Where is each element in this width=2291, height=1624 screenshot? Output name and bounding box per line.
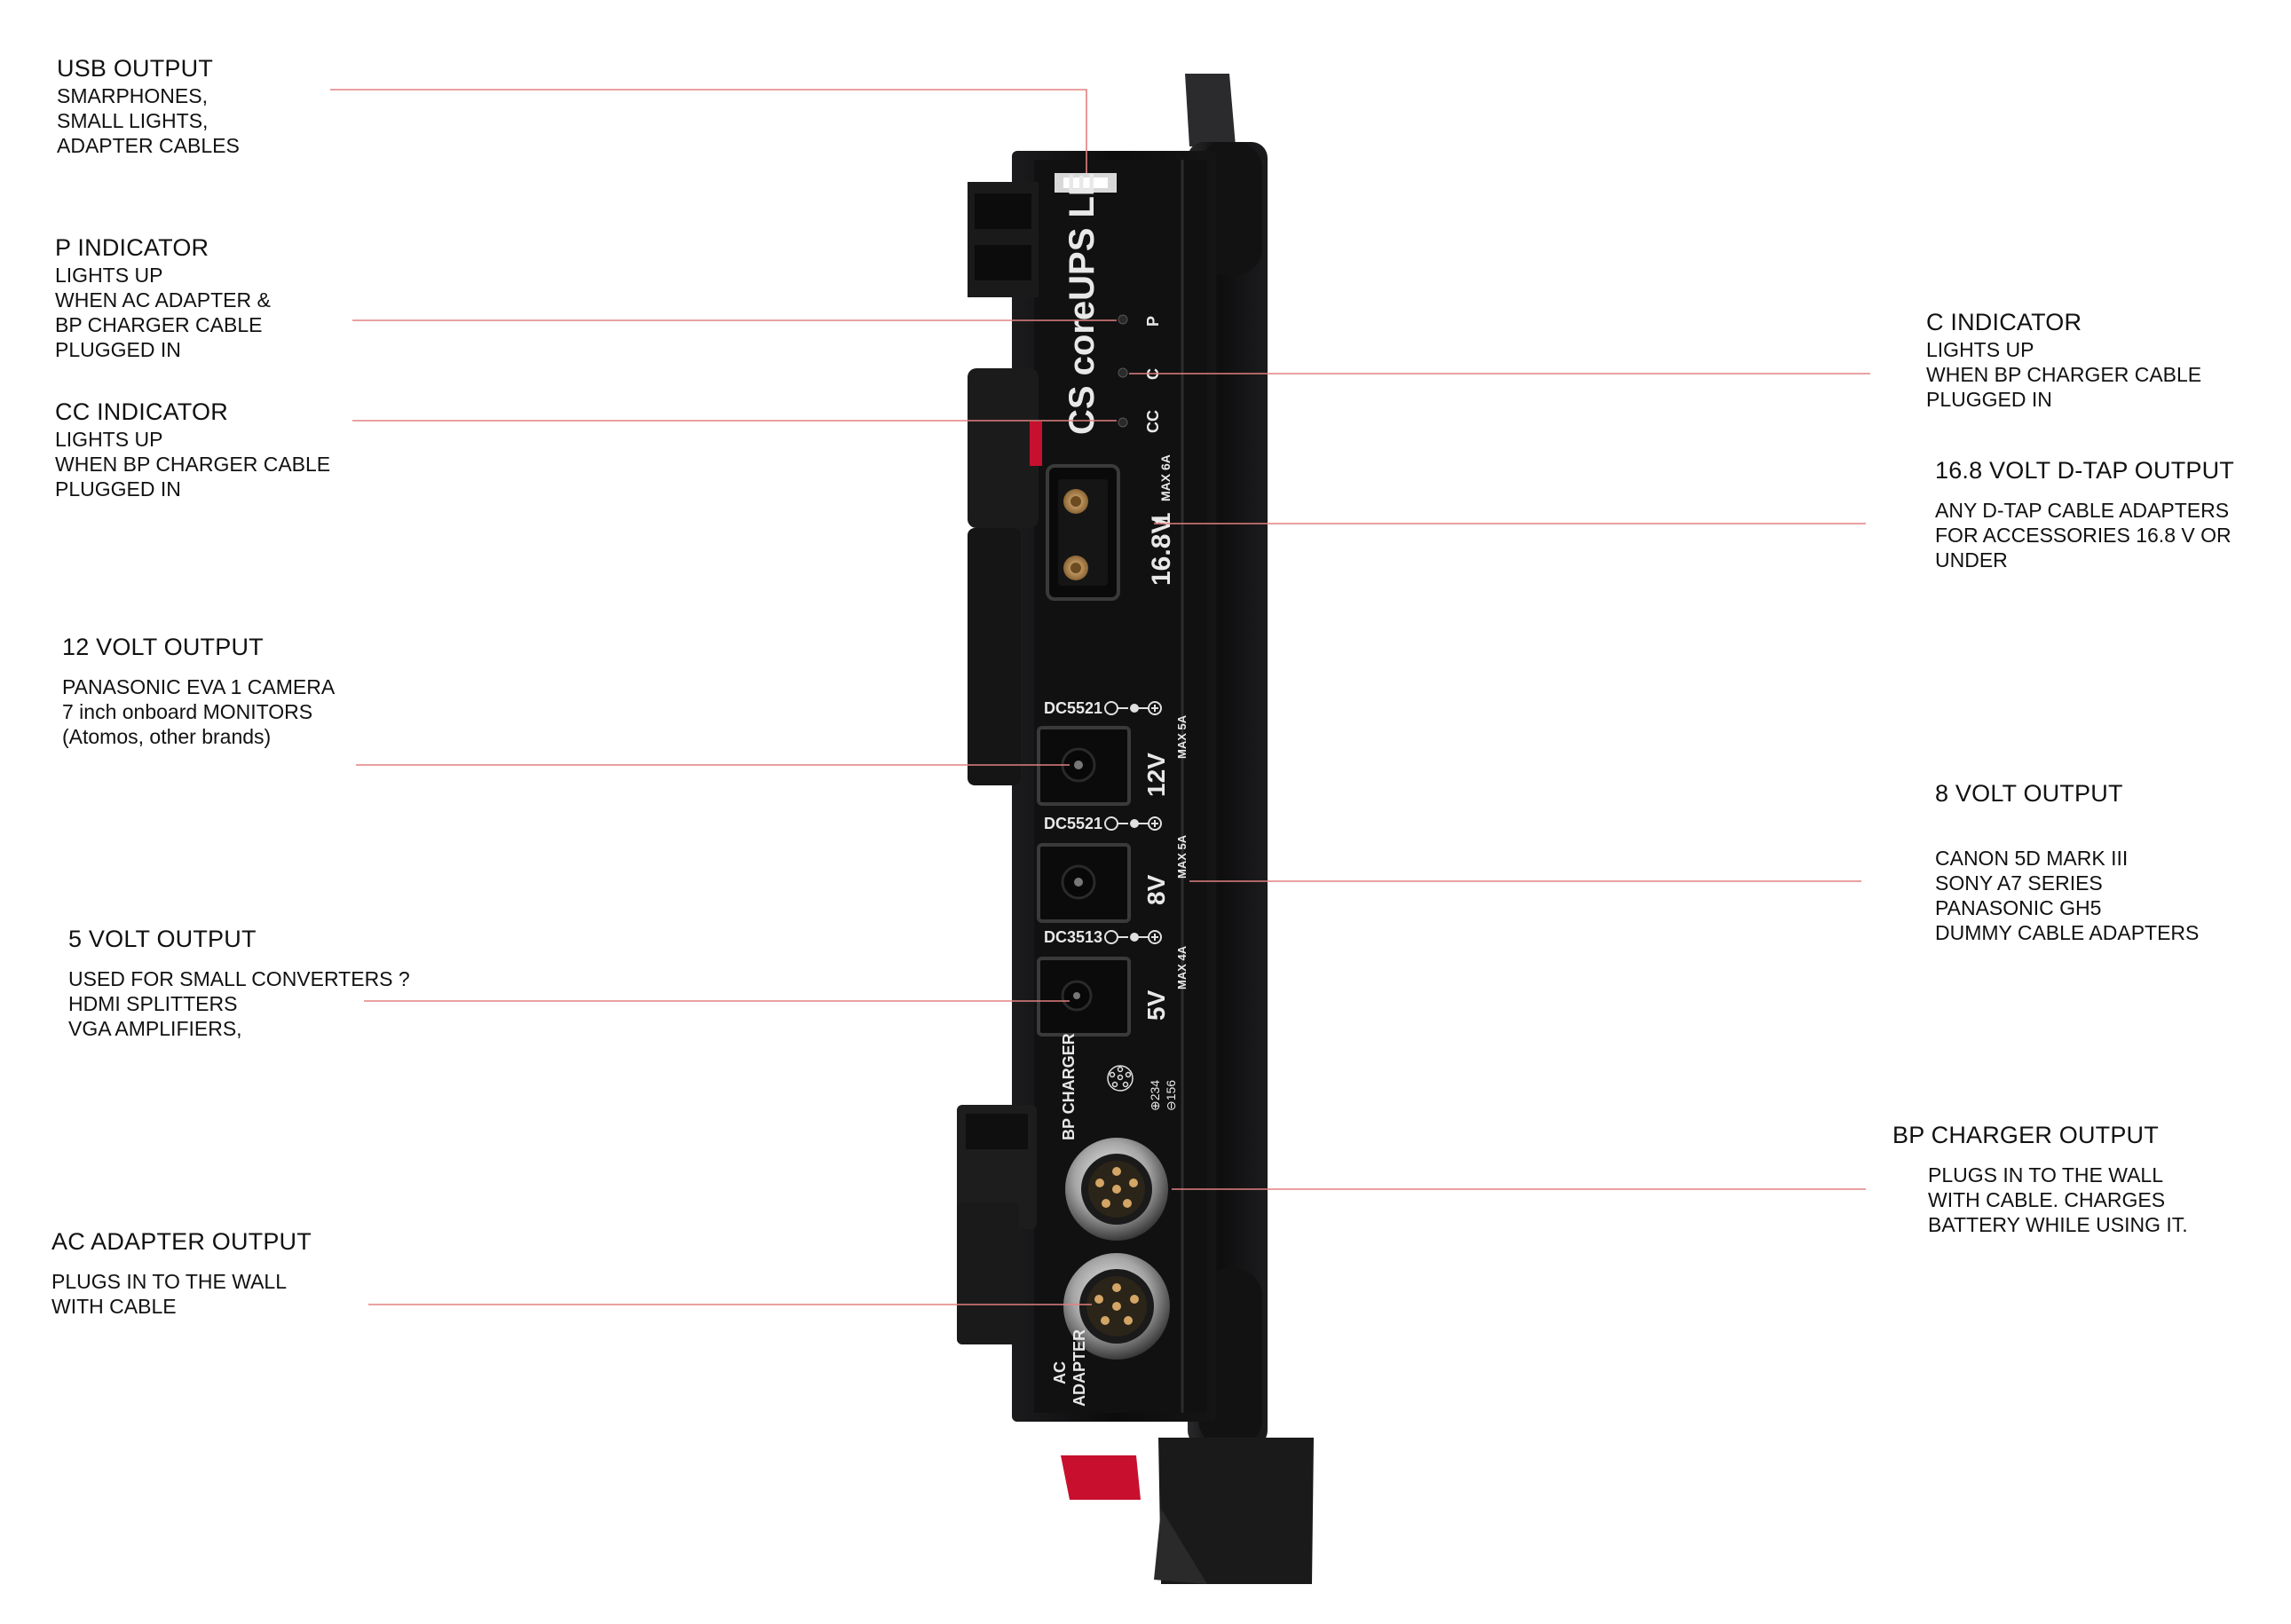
port-voltage-8v: 8V xyxy=(1142,874,1170,905)
callout-title: BP CHARGER OUTPUT xyxy=(1892,1122,2159,1148)
rail-bottom xyxy=(1158,1438,1314,1584)
callout-line: FOR ACCESSORIES 16.8 V OR xyxy=(1935,524,2232,547)
callout-title: AC ADAPTER OUTPUT xyxy=(51,1228,312,1255)
callout-line: PANASONIC GH5 xyxy=(1935,896,2102,919)
callout-line: BP CHARGER CABLE xyxy=(55,313,263,336)
port-type-8v: DC5521 xyxy=(1044,815,1102,832)
callout-ac-adapter-output: AC ADAPTER OUTPUT PLUGS IN TO THE WALL W… xyxy=(51,1226,312,1319)
callout-line: WHEN BP CHARGER CABLE xyxy=(1926,363,2202,386)
callout-dtap-output: 16.8 VOLT D-TAP OUTPUT ANY D-TAP CABLE A… xyxy=(1935,455,2234,572)
callout-usb-output: USB OUTPUT SMARPHONES, SMALL LIGHTS, ADA… xyxy=(57,53,240,158)
pinout-plus: ⊕234 xyxy=(1148,1080,1162,1111)
side-plate-bottom xyxy=(957,1202,1019,1344)
led-c xyxy=(1118,367,1128,378)
callout-line: SMARPHONES, xyxy=(57,84,208,107)
pinout-minus: ⊖156 xyxy=(1164,1080,1178,1111)
callout-12v-output: 12 VOLT OUTPUT PANASONIC EVA 1 CAMERA 7 … xyxy=(62,632,335,749)
rail-top xyxy=(1185,74,1236,146)
side-plate-mid xyxy=(968,528,1021,785)
callout-line: WHEN AC ADAPTER & xyxy=(55,288,271,311)
callout-line: ADAPTER CABLES xyxy=(57,134,240,157)
callout-line: BATTERY WHILE USING IT. xyxy=(1928,1213,2188,1236)
callout-line: WITH CABLE. CHARGES xyxy=(1928,1188,2166,1211)
brand-text: CS coreUPS LE xyxy=(1063,172,1102,435)
dtap-voltage-label: 16.8V xyxy=(1147,516,1176,586)
callout-line: PLUGS IN TO THE WALL xyxy=(1928,1163,2164,1186)
callout-line: SMALL LIGHTS, xyxy=(57,109,209,132)
port-type-5v: DC3513 xyxy=(1044,928,1102,946)
callout-line: PLUGGED IN xyxy=(55,338,181,361)
callout-line: PANASONIC EVA 1 CAMERA xyxy=(62,675,336,698)
bp-charger-label: BP CHARGER xyxy=(1060,1033,1078,1140)
callout-line: LIGHTS UP xyxy=(1926,338,2034,361)
led-cc xyxy=(1118,417,1128,428)
callout-line: UNDER xyxy=(1935,548,2008,572)
callout-line: WITH CABLE xyxy=(51,1295,177,1318)
led-p xyxy=(1118,314,1128,325)
port-voltage-12v: 12V xyxy=(1142,753,1170,797)
polarity-symbol-5v xyxy=(1104,930,1162,944)
callout-title: CC INDICATOR xyxy=(55,398,228,425)
callout-line: WHEN BP CHARGER CABLE xyxy=(55,453,331,476)
red-lever-bottom xyxy=(1061,1455,1141,1500)
callout-line: LIGHTS UP xyxy=(55,264,163,287)
callout-line: HDMI SPLITTERS xyxy=(68,992,238,1015)
dtap-number: 1 xyxy=(1149,513,1175,525)
callout-line: PLUGS IN TO THE WALL xyxy=(51,1270,288,1293)
ac-label-1: AC xyxy=(1051,1361,1069,1384)
callout-line: PLUGGED IN xyxy=(55,477,181,501)
callout-title: 8 VOLT OUTPUT xyxy=(1935,780,2123,807)
red-release-tab xyxy=(1030,422,1042,466)
port-rating-5v: MAX 4A xyxy=(1175,945,1189,989)
callout-8v-output: 8 VOLT OUTPUT CANON 5D MARK III SONY A7 … xyxy=(1935,778,2199,945)
callout-title: 16.8 VOLT D-TAP OUTPUT xyxy=(1935,457,2234,484)
polarity-symbol-8v xyxy=(1104,816,1162,831)
callout-line: USED FOR SMALL CONVERTERS ? xyxy=(68,967,410,990)
callout-line: ANY D-TAP CABLE ADAPTERS xyxy=(1935,499,2230,522)
callout-cc-indicator: CC INDICATOR LIGHTS UP WHEN BP CHARGER C… xyxy=(55,397,330,501)
callout-title: 12 VOLT OUTPUT xyxy=(62,634,264,660)
side-plate-upper xyxy=(968,368,1039,528)
port-type-12v: DC5521 xyxy=(1044,699,1102,717)
led-label-p: P xyxy=(1144,316,1162,327)
callout-5v-output: 5 VOLT OUTPUT USED FOR SMALL CONVERTERS … xyxy=(68,924,410,1041)
callout-line: DUMMY CABLE ADAPTERS xyxy=(1935,921,2200,944)
led-label-cc: CC xyxy=(1144,410,1162,433)
callout-line: CANON 5D MARK III xyxy=(1935,847,2129,870)
ac-label-2: ADAPTER xyxy=(1070,1329,1088,1407)
port-rating-8v: MAX 5A xyxy=(1175,834,1189,879)
leader-usb xyxy=(330,89,1087,173)
callout-c-indicator: C INDICATOR LIGHTS UP WHEN BP CHARGER CA… xyxy=(1926,307,2201,412)
callout-line: (Atomos, other brands) xyxy=(62,725,272,748)
callout-title: USB OUTPUT xyxy=(57,55,214,82)
callout-title: 5 VOLT OUTPUT xyxy=(68,926,257,952)
dtap-rating: MAX 6A xyxy=(1158,454,1173,501)
callout-line: SONY A7 SERIES xyxy=(1935,871,2103,895)
polarity-symbol-12v xyxy=(1104,701,1162,715)
callout-line: PLUGGED IN xyxy=(1926,388,2052,411)
callout-line: 7 inch onboard MONITORS xyxy=(62,700,313,723)
port-voltage-5v: 5V xyxy=(1142,989,1170,1021)
callout-bp-charger-output: BP CHARGER OUTPUT PLUGS IN TO THE WALL W… xyxy=(1892,1120,2188,1237)
callout-p-indicator: P INDICATOR LIGHTS UP WHEN AC ADAPTER & … xyxy=(55,233,271,362)
callout-line: LIGHTS UP xyxy=(55,428,163,451)
callout-title: C INDICATOR xyxy=(1926,309,2082,335)
callout-title: P INDICATOR xyxy=(55,234,209,261)
port-rating-12v: MAX 5A xyxy=(1175,714,1189,759)
pin-diagram-icon xyxy=(1107,1065,1134,1092)
callout-line: VGA AMPLIFIERS, xyxy=(68,1017,242,1040)
